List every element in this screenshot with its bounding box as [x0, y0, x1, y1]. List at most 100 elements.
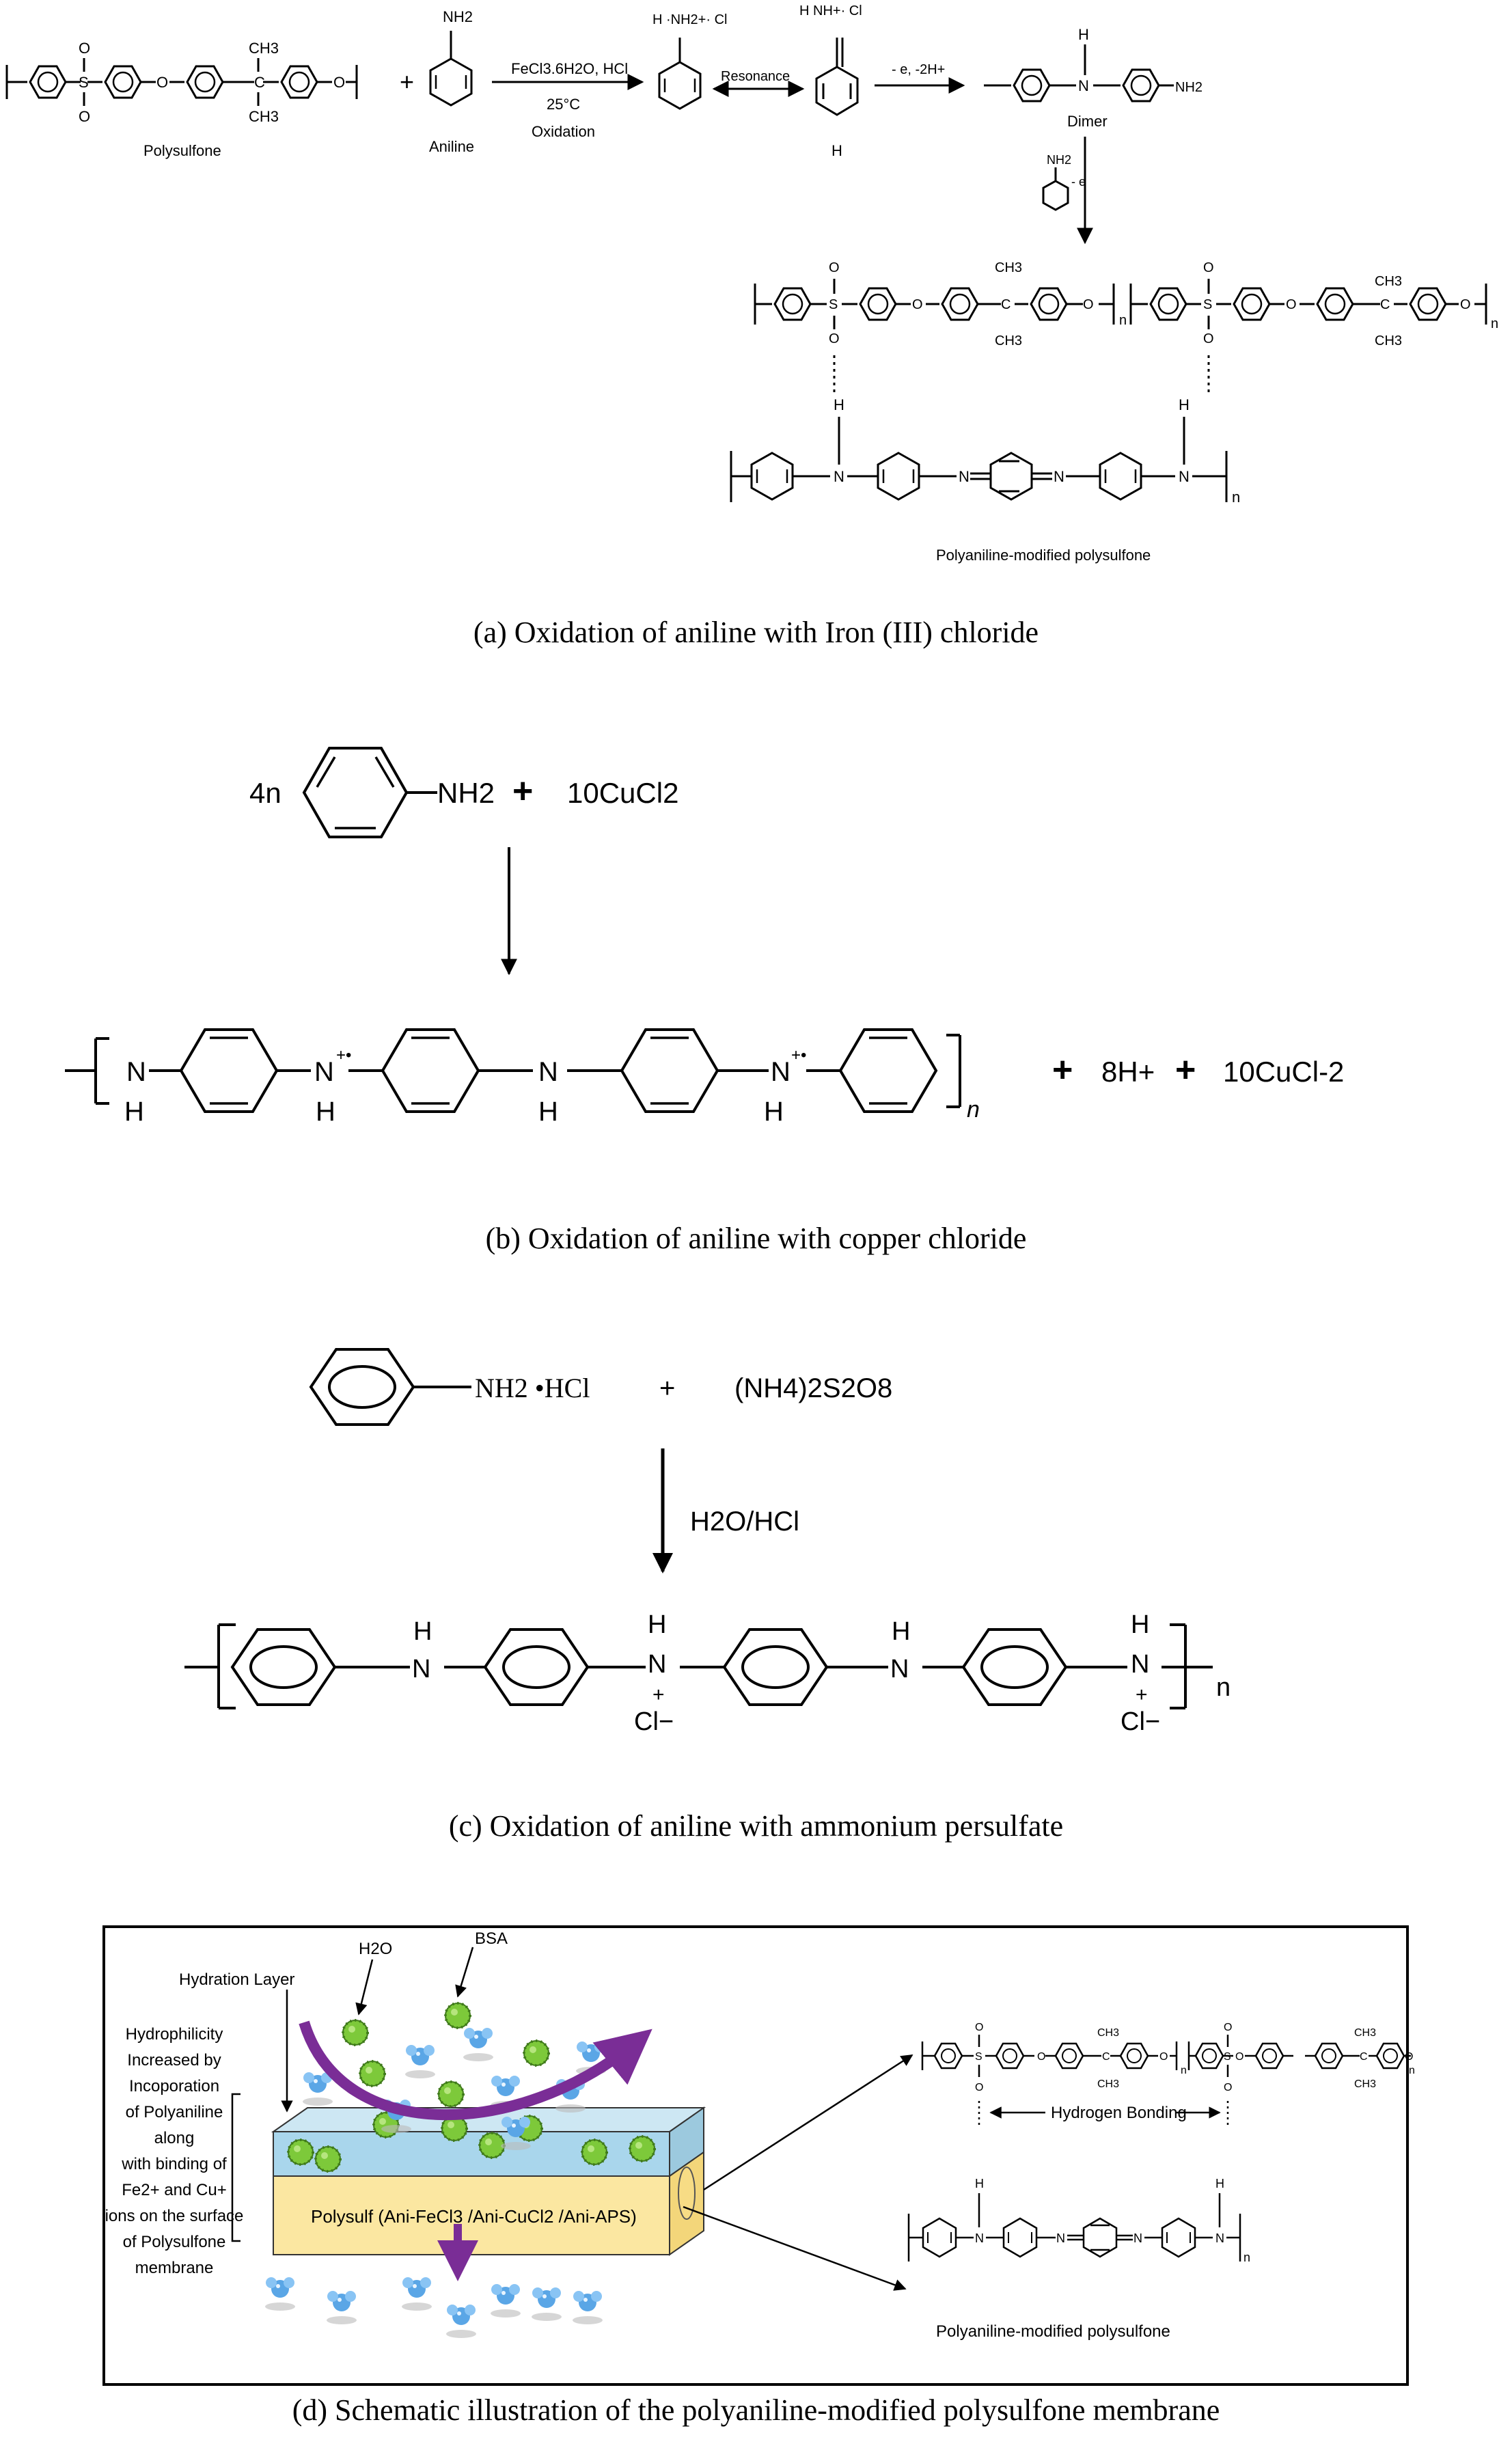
svg-text:C: C: [1360, 2051, 1368, 2063]
plus-b: +: [512, 771, 533, 811]
rejection-flow-arrow: [299, 2020, 652, 2120]
svg-text:H: H: [892, 1617, 910, 1646]
svg-text:H: H: [1131, 1610, 1149, 1639]
svg-text:O: O: [1460, 297, 1471, 312]
anilinium-structure: [658, 38, 702, 110]
svg-text:Cl−: Cl−: [1121, 1707, 1160, 1736]
svg-text:C: C: [1380, 297, 1390, 312]
svg-text:O: O: [156, 74, 168, 91]
aniline-b-nh2: NH2: [437, 777, 495, 809]
aniline-hcl-label: NH2 •HCl: [475, 1373, 590, 1403]
caption-d: (d) Schematic illustration of the polyan…: [292, 2393, 1220, 2427]
aniline-b: [303, 747, 437, 838]
svg-text:CH3: CH3: [249, 108, 279, 125]
svg-text:CH3: CH3: [995, 333, 1022, 348]
reagent-line-2: 25°C: [547, 96, 580, 113]
svg-text:H: H: [538, 1097, 558, 1127]
svg-text:Fe2+ and Cu+: Fe2+ and Cu+: [122, 2181, 226, 2199]
conditions-label: H2O/HCl: [690, 1507, 799, 1537]
svg-text:O: O: [1224, 2022, 1232, 2033]
hbond-label: Hydrogen Bonding: [1051, 2104, 1187, 2122]
quinoid-structure: [815, 38, 859, 116]
plus-b2: +: [1052, 1050, 1073, 1090]
svg-text:CH3: CH3: [1354, 2078, 1376, 2090]
svg-text:CH3: CH3: [995, 260, 1022, 275]
product-label-d: Polyaniline-modified polysulfone: [936, 2322, 1170, 2341]
panel-a: S O O O C CH3 CH3 O Polysulfone + NH2 An…: [0, 0, 1512, 656]
svg-text:CH3: CH3: [1375, 333, 1402, 348]
svg-text:N: N: [834, 468, 844, 485]
byproduct-h: 8H+: [1101, 1056, 1155, 1088]
product-polyaniline: [730, 417, 1228, 502]
svg-text:n: n: [1232, 489, 1240, 506]
svg-text:N: N: [959, 468, 970, 485]
loss-label: - e, -2H+: [892, 62, 945, 77]
svg-text:N: N: [1131, 1650, 1149, 1679]
aniline-small: [1042, 167, 1069, 211]
dimer-structure: [984, 44, 1174, 102]
aniline-small-nh2: NH2: [1047, 153, 1071, 167]
panel-b-scheme: 4n NH2 + 10CuCl2 N H N +• H N H N +: [65, 747, 1344, 1127]
svg-text:membrane: membrane: [135, 2259, 214, 2277]
quinoid-h: H: [831, 142, 842, 159]
svg-text:H: H: [1179, 396, 1190, 413]
quinoid-label: H NH+· Cl: [799, 3, 862, 18]
svg-text:+•: +•: [791, 1046, 806, 1064]
svg-text:CH3: CH3: [1097, 2078, 1119, 2090]
svg-text:H: H: [648, 1610, 666, 1639]
svg-text:N: N: [1056, 2231, 1065, 2245]
svg-text:O: O: [1083, 297, 1094, 312]
bsa-label: BSA: [475, 1929, 508, 1948]
svg-text:CH3: CH3: [249, 40, 279, 57]
polysulfone-structure-d: [921, 2035, 1411, 2128]
svg-text:O: O: [1224, 2082, 1232, 2093]
svg-text:O: O: [1159, 2051, 1168, 2063]
plus-b3: +: [1175, 1050, 1196, 1090]
svg-text:O: O: [975, 2082, 983, 2093]
aniline-structure: [429, 31, 473, 107]
svg-text:H: H: [124, 1097, 144, 1127]
svg-text:with binding of: with binding of: [121, 2155, 227, 2173]
panel-d-frame: [102, 1925, 1409, 2386]
svg-text:O: O: [912, 297, 923, 312]
polysulfone-label: Polysulfone: [143, 142, 221, 159]
svg-text:S: S: [1224, 2051, 1231, 2063]
reagent-line-1: FeCl3.6H2O, HCl: [511, 60, 628, 77]
aniline-label: Aniline: [429, 138, 474, 155]
dimer-nh2: NH2: [1175, 80, 1202, 95]
svg-text:+: +: [1136, 1683, 1148, 1706]
panel-d-scheme: Polysulf (Ani-FeCl3 /Ani-CuCl2 /Ani-APS): [102, 1925, 1415, 2386]
svg-text:N: N: [890, 1655, 909, 1683]
svg-text:n: n: [1216, 1673, 1231, 1702]
svg-text:O: O: [1405, 2051, 1413, 2063]
svg-text:S: S: [79, 74, 89, 91]
svg-text:N: N: [1133, 2231, 1142, 2245]
panel-c-scheme: NH2 •HCl + (NH4)2S2O8 H2O/HCl H N H N + …: [184, 1348, 1231, 1736]
polyaniline-c: [184, 1623, 1213, 1709]
anilinium-label: H ·NH2+· Cl: [652, 12, 727, 27]
svg-text:N: N: [771, 1057, 791, 1087]
svg-text:H: H: [764, 1097, 784, 1127]
aps-label: (NH4)2S2O8: [734, 1373, 892, 1403]
cucl2-b: 10CuCl2: [567, 777, 678, 809]
svg-text:O: O: [1235, 2051, 1243, 2063]
hydrophilicity-note: Hydrophilicity Increased by Incoporation…: [105, 2025, 244, 2277]
dimer-label: Dimer: [1067, 113, 1108, 130]
panel-b: 4n NH2 + 10CuCl2 N H N +• H N H N +: [0, 704, 1512, 1284]
svg-text:n: n: [1243, 2251, 1250, 2264]
svg-text:N: N: [1054, 468, 1064, 485]
svg-text:S: S: [1203, 297, 1212, 312]
svg-text:O: O: [1037, 2051, 1045, 2063]
svg-text:Increased by: Increased by: [127, 2051, 221, 2070]
plus-c: +: [659, 1373, 675, 1403]
svg-text:along: along: [154, 2129, 195, 2147]
caption-b: (b) Oxidation of aniline with copper chl…: [485, 1222, 1027, 1255]
svg-text:S: S: [829, 297, 838, 312]
svg-text:H: H: [1078, 26, 1089, 43]
coef-4n: 4n: [249, 777, 281, 809]
svg-text:Hydrophilicity: Hydrophilicity: [126, 2025, 223, 2044]
svg-text:ions on the surface: ions on the surface: [105, 2207, 244, 2225]
svg-text:O: O: [829, 331, 840, 346]
svg-text:C: C: [1102, 2051, 1110, 2063]
panel-d: Polysulf (Ani-FeCl3 /Ani-CuCl2 /Ani-APS): [0, 1920, 1512, 2458]
